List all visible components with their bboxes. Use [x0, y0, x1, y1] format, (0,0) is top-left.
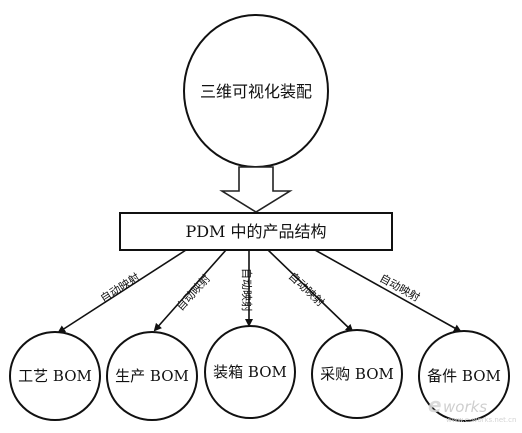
bom-node-2-label: 生产 BOM — [115, 367, 189, 385]
edge-label-5: 自动映射 — [377, 271, 422, 305]
bom-node-1-circle — [9, 331, 101, 421]
edge-label-2: 自动映射 — [173, 271, 213, 313]
watermark: e works www.e-works.net.cn — [428, 393, 516, 424]
center-bar — [119, 212, 393, 251]
hollow-down-arrow — [219, 166, 293, 213]
bom-node-2-circle — [106, 331, 198, 421]
edge-label-3: 自动映射 — [240, 268, 254, 312]
bom-node-3-label: 装箱 BOM — [213, 363, 287, 381]
edge-line-4 — [267, 249, 354, 333]
edge-line-5 — [314, 249, 462, 332]
top-node-label: 三维可视化装配 — [200, 82, 312, 101]
watermark-brand-e: e — [428, 393, 442, 417]
bom-node-4-circle — [311, 329, 403, 419]
edge-label-4: 自动映射 — [286, 269, 328, 309]
edge-label-1: 自动映射 — [98, 270, 143, 306]
bom-node-5-label: 备件 BOM — [427, 367, 501, 385]
bom-node-5-circle — [418, 330, 510, 422]
center-bar-label: PDM 中的产品结构 — [185, 222, 326, 241]
edge-line-1 — [57, 249, 187, 334]
bom-node-4-label: 采购 BOM — [320, 365, 394, 383]
bom-node-1-label: 工艺 BOM — [18, 367, 92, 385]
watermark-url: www.e-works.net.cn — [446, 416, 516, 424]
bom-node-3-circle — [204, 325, 296, 419]
watermark-brand-rest: works — [443, 398, 487, 416]
edge-line-2 — [153, 249, 227, 332]
